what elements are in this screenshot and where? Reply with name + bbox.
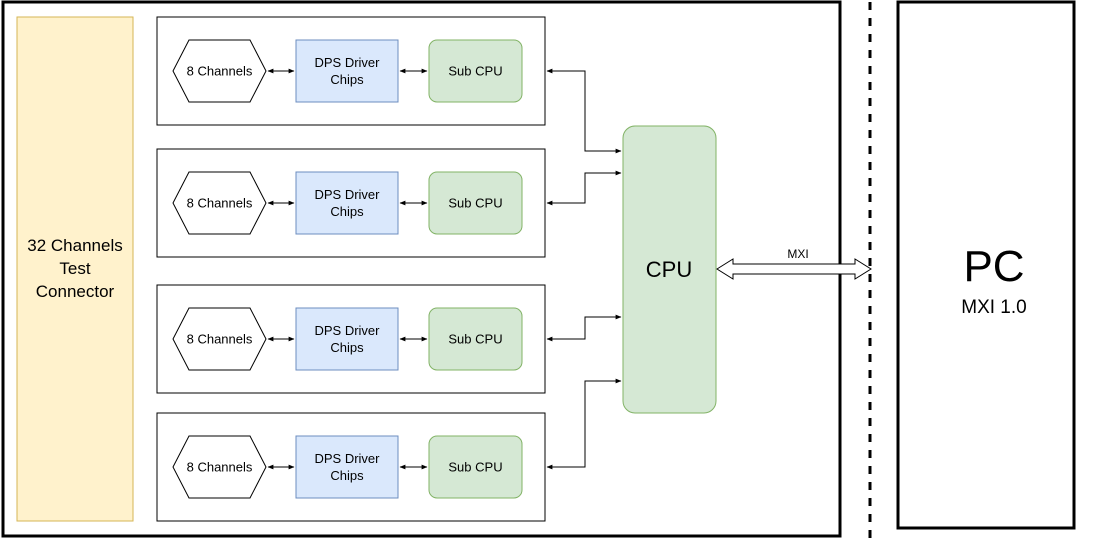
channels-label: 8 Channels	[187, 64, 253, 79]
sub-cpu-box	[428, 39, 523, 103]
channels-hexagon	[172, 307, 267, 371]
dps-driver-box	[295, 39, 399, 103]
dps-driver-box	[295, 171, 399, 235]
channels-hexagon	[172, 39, 267, 103]
sub-cpu-box	[428, 435, 523, 499]
channels-label: 8 Channels	[187, 332, 253, 347]
pc-title: PC	[963, 242, 1024, 291]
channels-label: 8 Channels	[187, 196, 253, 211]
sub-cpu-box	[428, 307, 523, 371]
channels-label: 8 Channels	[187, 460, 253, 475]
module-cpu-connector	[546, 170, 622, 206]
mxi-link-label: MXI	[787, 247, 808, 261]
test-connector-box	[16, 16, 134, 522]
cpu-label: CPU	[646, 257, 692, 282]
channels-hexagon	[172, 435, 267, 499]
sub-cpu-label: Sub CPU	[448, 460, 502, 475]
dps-driver-box	[295, 307, 399, 371]
pc-subtitle: MXI 1.0	[961, 297, 1026, 318]
pc-box	[896, 0, 1076, 530]
module-cpu-connector	[546, 68, 622, 154]
module-cpu-connector	[546, 314, 622, 342]
sub-cpu-box	[428, 171, 523, 235]
dps-driver-box	[295, 435, 399, 499]
channels-hexagon	[172, 171, 267, 235]
mxi-link-arrow	[716, 258, 872, 280]
sub-cpu-label: Sub CPU	[448, 196, 502, 211]
sub-cpu-label: Sub CPU	[448, 332, 502, 347]
module-cpu-connector	[546, 378, 622, 470]
cpu-box	[622, 125, 717, 414]
sub-cpu-label: Sub CPU	[448, 64, 502, 79]
